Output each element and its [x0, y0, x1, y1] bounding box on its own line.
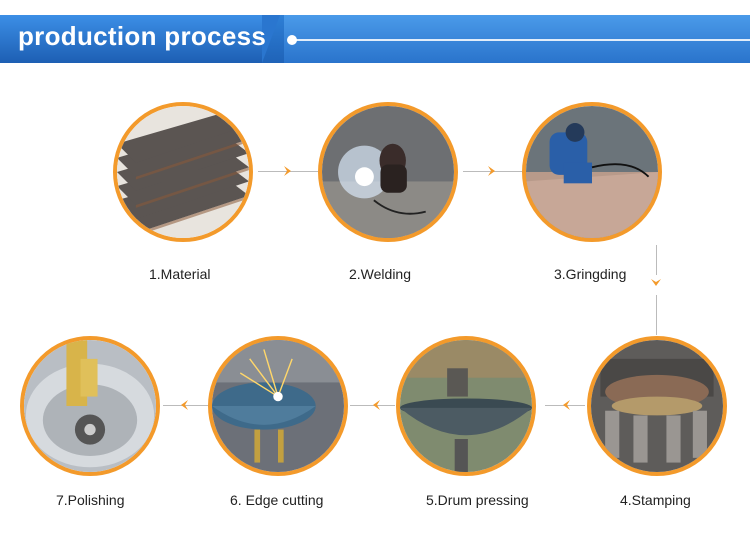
step-image-polishing	[20, 336, 160, 476]
connector-line	[656, 245, 657, 275]
chevron-arrow-icon	[651, 279, 661, 286]
chevron-arrow-icon	[284, 166, 291, 176]
step-image-edge-cutting	[208, 336, 348, 476]
step-label-polishing: 7.Polishing	[56, 492, 125, 508]
step-image-grinding	[522, 102, 662, 242]
step-image-stamping	[587, 336, 727, 476]
step-label-edge-cutting: 6. Edge cutting	[230, 492, 324, 508]
header-title-box	[0, 15, 262, 63]
chevron-arrow-icon	[373, 400, 380, 410]
dot-icon	[287, 35, 297, 45]
step-label-drum-pressing: 5.Drum pressing	[426, 492, 529, 508]
chevron-arrow-icon	[181, 400, 188, 410]
step-label-grinding: 3.Gringding	[554, 266, 627, 282]
step-image-welding	[318, 102, 458, 242]
header-line	[296, 39, 750, 41]
connector-line	[350, 405, 395, 406]
connector-line	[656, 295, 657, 335]
header-banner: production process	[0, 15, 750, 63]
chevron-arrow-icon	[488, 166, 495, 176]
header-notch	[262, 15, 280, 63]
connector-line	[163, 405, 208, 406]
step-label-stamping: 4.Stamping	[620, 492, 691, 508]
step-image-material	[113, 102, 253, 242]
chevron-arrow-icon	[563, 400, 570, 410]
step-image-drum-pressing	[396, 336, 536, 476]
step-label-welding: 2.Welding	[349, 266, 412, 282]
page-title: production process	[18, 21, 267, 51]
step-label-material: 1.Material	[149, 266, 211, 282]
